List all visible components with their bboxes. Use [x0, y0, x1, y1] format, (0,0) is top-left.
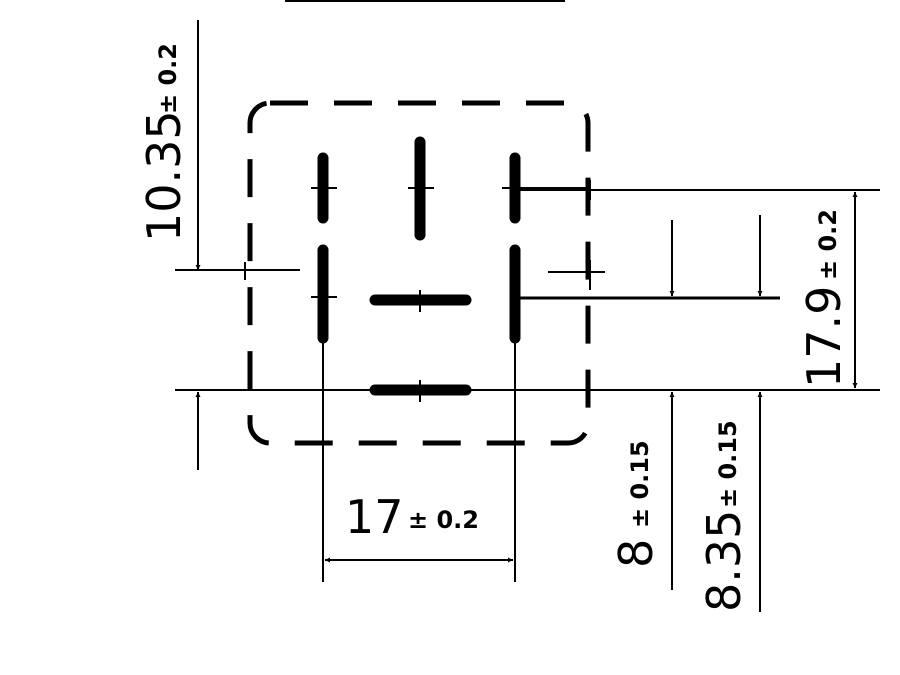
dimension-10-35: 10.35 ± 0.2: [137, 43, 191, 242]
svg-text:17: 17: [345, 490, 404, 544]
pins: [244, 136, 605, 402]
svg-text:± 0.2: ± 0.2: [814, 209, 842, 280]
svg-text:± 0.15: ± 0.15: [626, 440, 654, 528]
svg-text:10.35: 10.35: [137, 110, 191, 242]
dimension-lines: [175, 20, 880, 612]
dimension-8: 8 ± 0.15: [609, 440, 663, 568]
svg-text:± 0.2: ± 0.2: [408, 506, 479, 534]
svg-text:17.9: 17.9: [797, 286, 851, 388]
dimension-17: 17 ± 0.2: [345, 490, 479, 544]
svg-text:± 0.15: ± 0.15: [714, 420, 742, 508]
dimension-17-9: 17.9 ± 0.2: [797, 209, 851, 388]
svg-text:8: 8: [609, 539, 663, 568]
svg-text:± 0.2: ± 0.2: [154, 43, 182, 114]
svg-text:8.35: 8.35: [697, 510, 751, 612]
dimension-8-35: 8.35 ± 0.15: [697, 420, 751, 612]
